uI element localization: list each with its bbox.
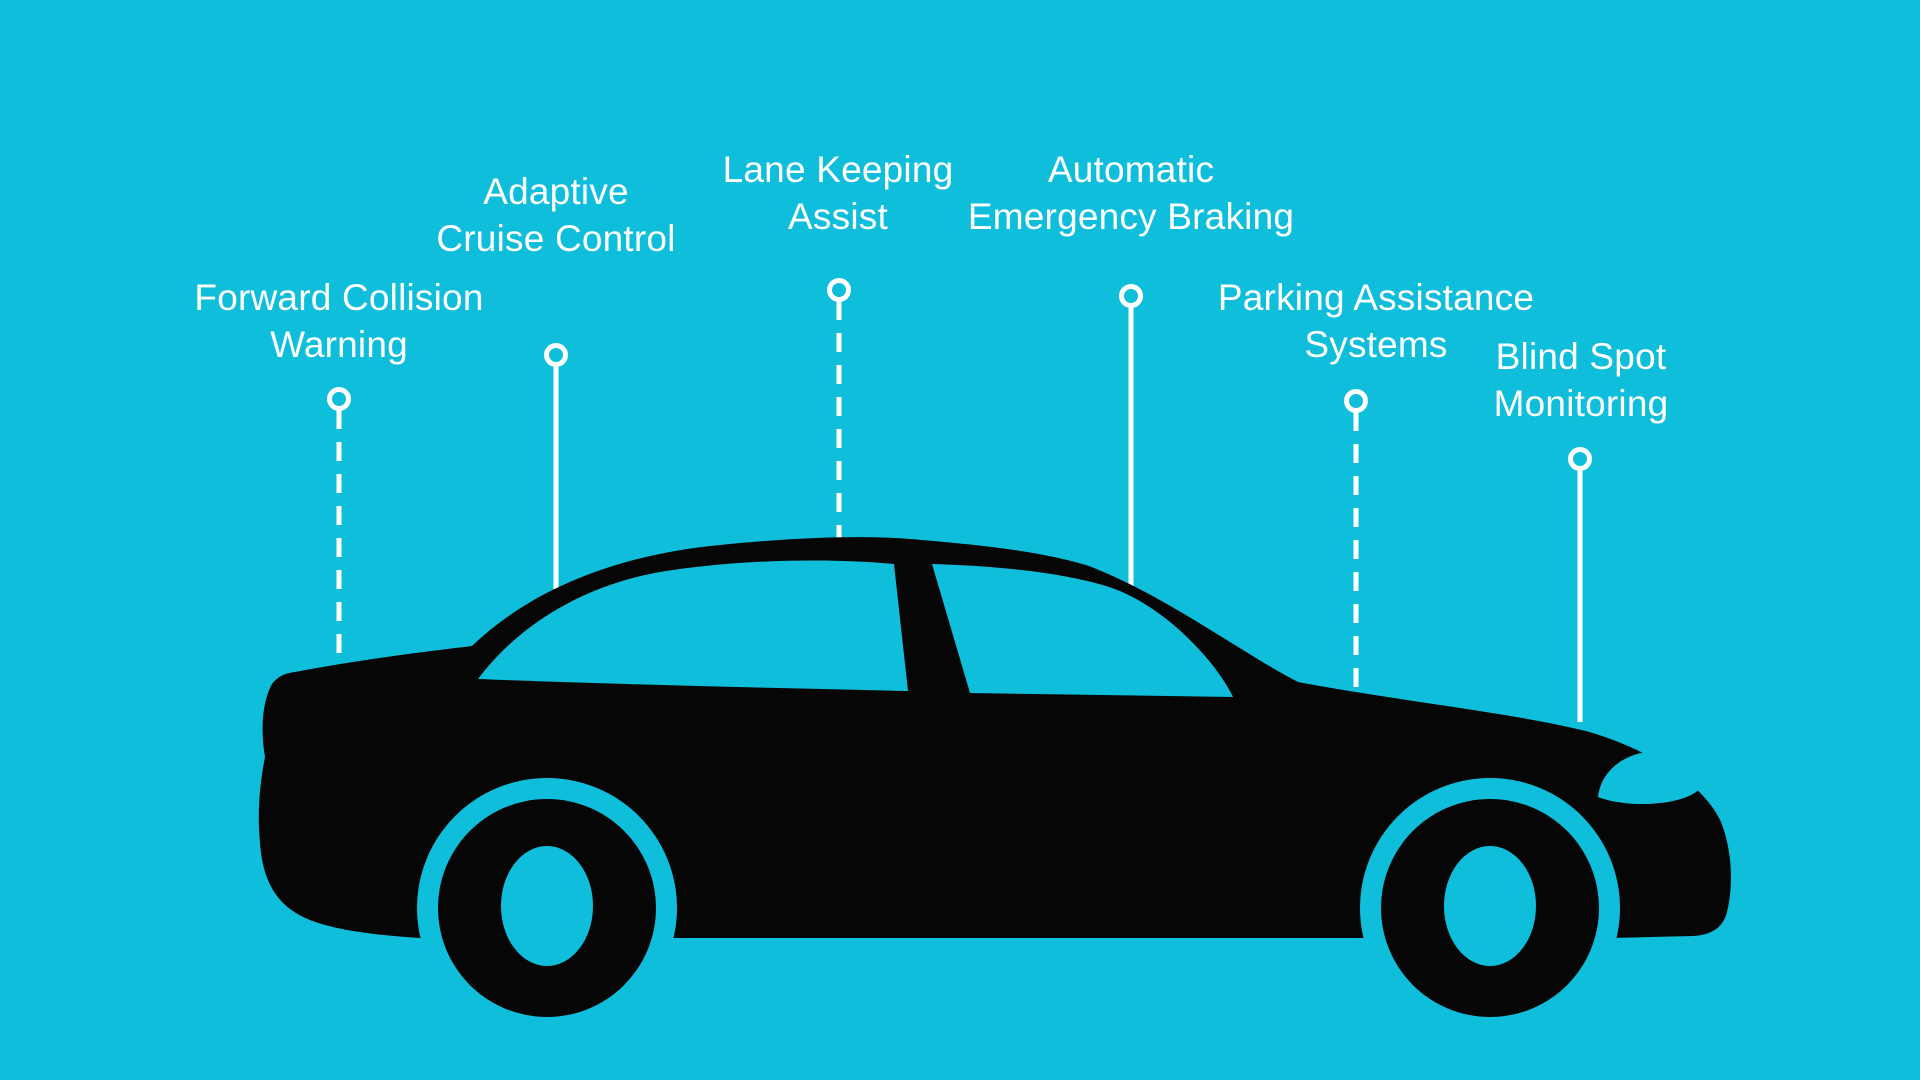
label-line: Parking Assistance xyxy=(1217,277,1535,318)
car-headlight xyxy=(1598,750,1705,805)
connector-dot-icon xyxy=(1344,389,1368,413)
connector-forward-collision-warning xyxy=(327,387,351,668)
label-lane-keeping-assist: Lane Keeping Assist xyxy=(723,146,954,240)
connector-dot-icon xyxy=(1568,447,1592,471)
connector-dot-icon xyxy=(1119,284,1143,308)
connector-lane-keeping-assist xyxy=(827,278,851,545)
connector-automatic-emergency-braking xyxy=(1119,284,1143,615)
label-line: Assist xyxy=(788,196,888,237)
connector-adaptive-cruise-control xyxy=(544,343,568,600)
connector-dot-icon xyxy=(827,278,851,302)
rear-wheel-hub xyxy=(501,846,593,966)
label-line: Forward Collision xyxy=(194,277,484,318)
connector-blind-spot-monitoring xyxy=(1568,447,1592,722)
label-line: Emergency Braking xyxy=(967,196,1295,237)
connector-dot-icon xyxy=(327,387,351,411)
label-line: Systems xyxy=(1304,324,1448,365)
car-front-window xyxy=(932,564,1233,697)
label-line: Lane Keeping xyxy=(722,149,954,190)
label-adaptive-cruise-control: Adaptive Cruise Control xyxy=(436,168,675,262)
label-line: Blind Spot xyxy=(1495,336,1667,377)
front-wheel-hub xyxy=(1444,846,1536,966)
label-blind-spot-monitoring: Blind Spot Monitoring xyxy=(1494,333,1669,427)
label-line: Warning xyxy=(270,324,408,365)
connector-parking-assistance-systems xyxy=(1344,389,1368,710)
label-forward-collision-warning: Forward Collision Warning xyxy=(194,274,483,368)
label-parking-assistance-systems: Parking Assistance Systems xyxy=(1218,274,1534,368)
label-line: Monitoring xyxy=(1493,383,1669,424)
car-silhouette-graphic xyxy=(258,537,1731,1038)
label-line: Adaptive xyxy=(483,171,629,212)
label-line: Cruise Control xyxy=(436,218,676,259)
label-automatic-emergency-braking: Automatic Emergency Braking xyxy=(968,146,1294,240)
label-line: Automatic xyxy=(1047,149,1215,190)
connector-dot-icon xyxy=(544,343,568,367)
car-rear-window xyxy=(478,560,908,691)
